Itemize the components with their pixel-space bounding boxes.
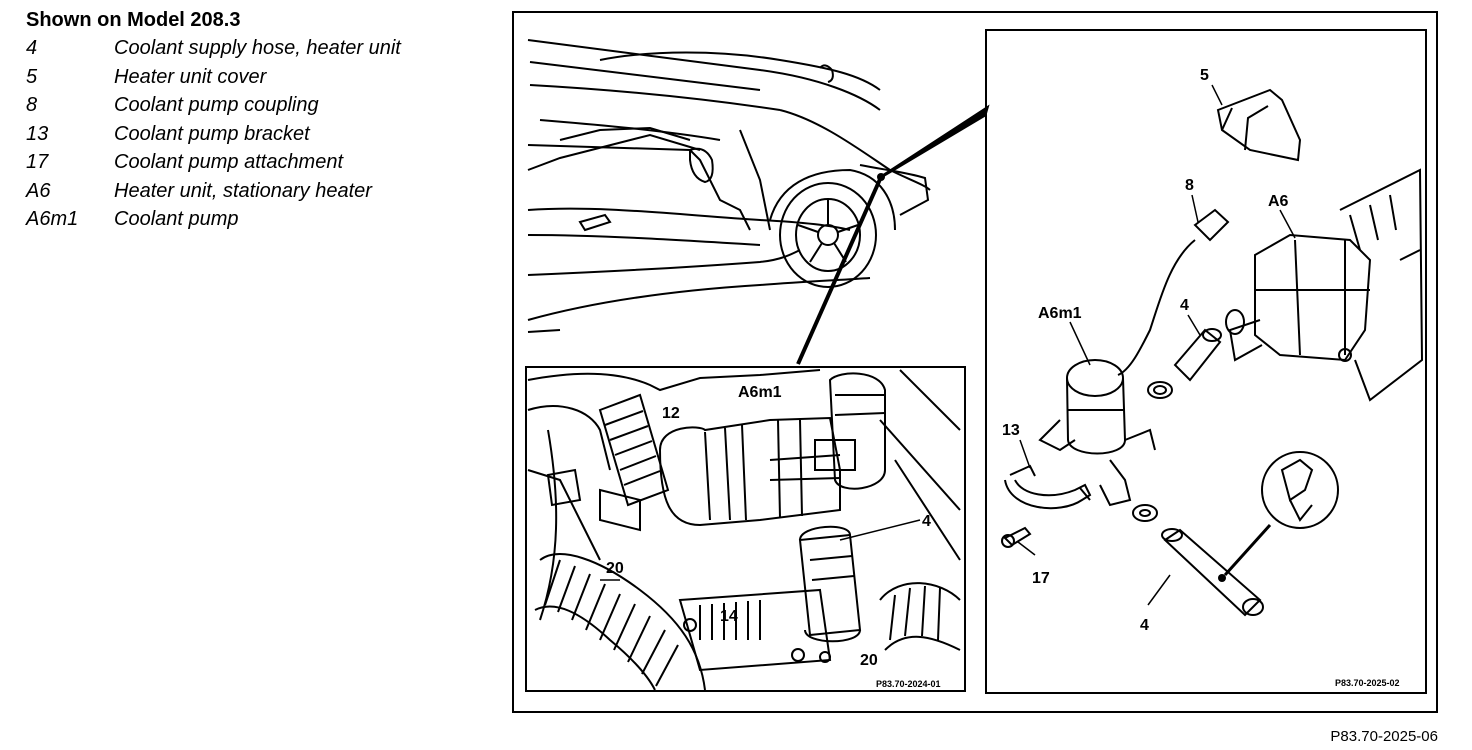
legend-code: A6	[26, 179, 51, 202]
callout-detail-12: 12	[662, 405, 680, 422]
exploded-figure-code: P83.70-2025-02	[1335, 678, 1400, 688]
legend-label: Coolant pump coupling	[114, 94, 319, 116]
figure-code: P83.70-2025-06	[1330, 728, 1438, 745]
legend-code: 5	[26, 65, 38, 88]
legend-label: Coolant pump attachment	[114, 151, 344, 173]
legend-code: A6m1	[26, 208, 79, 230]
legend-code: 8	[26, 94, 38, 116]
figure-frame	[512, 11, 1438, 713]
car-overview	[527, 39, 931, 333]
detail-frame	[525, 366, 966, 692]
legend-code: 17	[26, 151, 49, 173]
callout-exploded-a6: A6	[1268, 193, 1289, 210]
legend-code: 4	[26, 37, 38, 59]
legend-label: Coolant pump	[114, 208, 239, 230]
legend-label: Coolant pump bracket	[114, 122, 310, 145]
callout-exploded-a6m1: A6m1	[1038, 305, 1082, 322]
callout-detail-14: 14	[720, 608, 738, 625]
legend-label: Heater unit, stationary heater	[114, 179, 372, 202]
callout-exploded-17: 17	[1032, 570, 1050, 587]
legend-title: Shown on Model 208.3	[26, 9, 241, 31]
callout-detail-a6m1: A6m1	[738, 384, 782, 401]
legend-item: 4 Coolant supply hose, heater unit	[26, 34, 401, 63]
legend-label: Coolant supply hose, heater unit	[114, 37, 401, 59]
legend-item: 13 Coolant pump bracket	[26, 120, 310, 149]
legend-item: A6m1 Coolant pump	[26, 205, 240, 234]
legend-code: 13	[26, 122, 49, 145]
legend-item: 5 Heater unit cover	[26, 63, 266, 92]
leader-line	[796, 176, 883, 365]
callout-exploded-4a: 4	[1180, 297, 1189, 314]
callout-exploded-8: 8	[1185, 177, 1194, 194]
callout-detail-4: 4	[922, 513, 931, 530]
legend-item: 8 Coolant pump coupling	[26, 91, 319, 120]
exploded-frame	[985, 29, 1427, 694]
callout-detail-20a: 20	[606, 560, 624, 577]
legend-item: 17 Coolant pump attachment	[26, 148, 343, 177]
legend-label: Heater unit cover	[114, 65, 267, 88]
detail-figure-code: P83.70-2024-01	[876, 679, 941, 689]
detail-drawing	[527, 369, 961, 691]
exploded-drawing	[1001, 88, 1424, 617]
callout-exploded-5: 5	[1200, 67, 1209, 84]
callout-exploded-4b: 4	[1140, 617, 1149, 634]
callout-detail-20b: 20	[860, 652, 878, 669]
legend-item: A6 Heater unit, stationary heater	[26, 177, 372, 206]
legend: Shown on Model 208.3 4 Coolant supply ho…	[26, 6, 401, 234]
callout-exploded-13: 13	[1002, 422, 1020, 439]
exploded-leader-lines	[1017, 84, 1296, 606]
leader-line	[880, 104, 990, 179]
